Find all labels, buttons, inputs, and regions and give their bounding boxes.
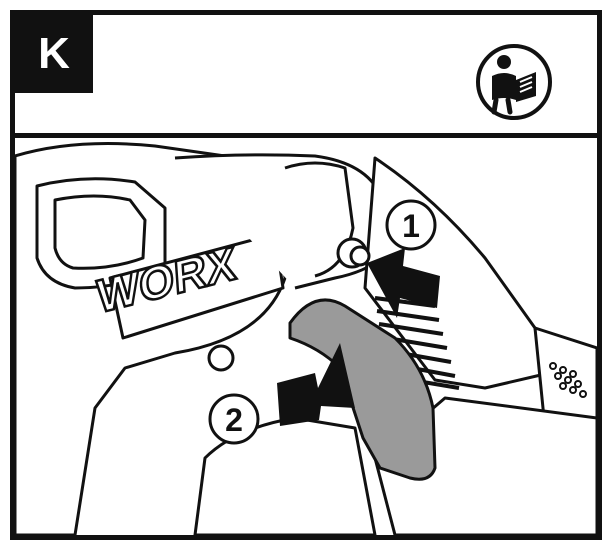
handle [288,298,437,481]
release-button [207,237,371,372]
step-letter: K [38,29,70,78]
panel-header: K [15,15,597,138]
callout-1: 1 [385,199,437,251]
instruction-panel: K WORX [10,10,602,540]
push-arrow-1 [367,248,440,318]
read-manual-icon [476,44,552,120]
callout-2: 2 [208,393,260,445]
step-badge: K [15,15,93,93]
tool-illustration: WORX [15,142,597,535]
push-arrow-2 [277,343,355,426]
perforation-dots [549,362,587,398]
callout-2-number: 2 [225,402,243,438]
callout-1-number: 1 [402,208,420,244]
